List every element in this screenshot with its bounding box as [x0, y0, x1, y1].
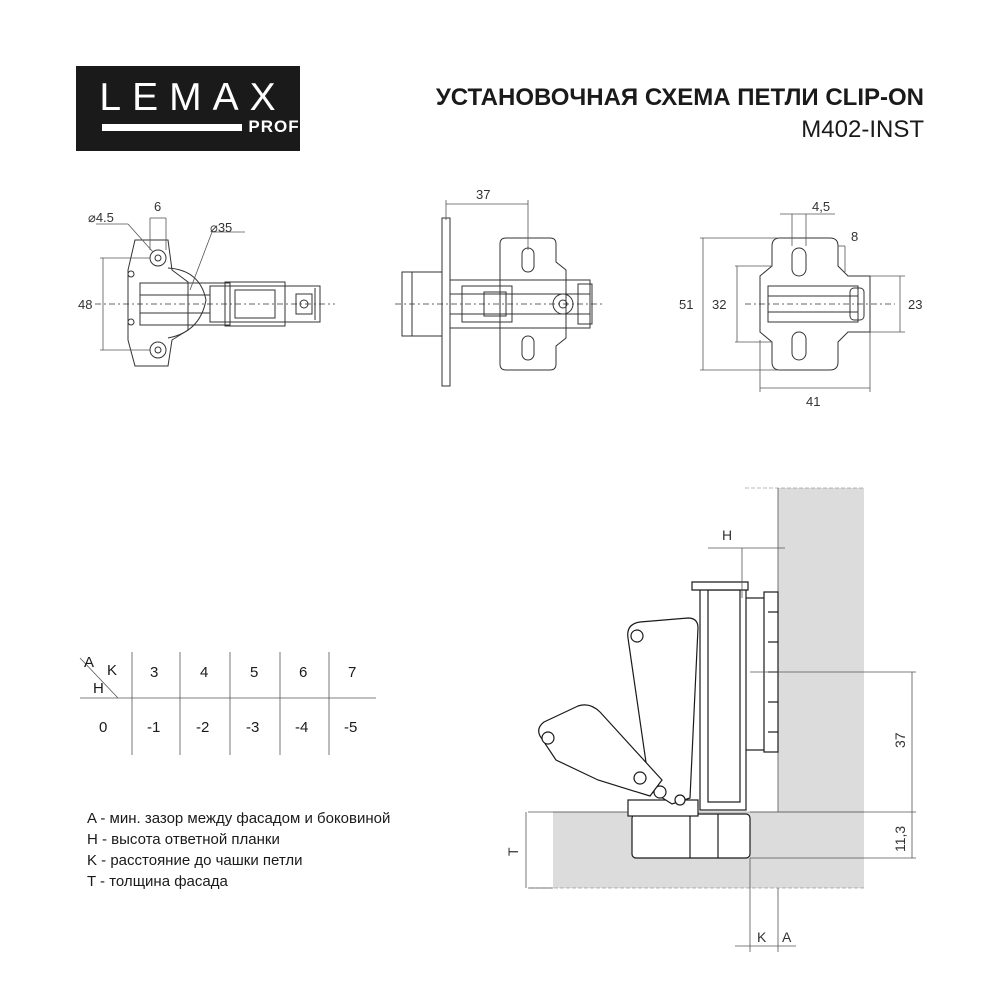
logo-wordmark: LEMAX	[99, 76, 287, 119]
view-top-middle	[395, 217, 605, 387]
view-top-right-dims	[700, 213, 905, 392]
table-h-value: 0	[99, 719, 108, 736]
legend-item: T - толщина фасада	[87, 873, 228, 890]
section-label-t: T	[505, 847, 521, 856]
table-k-value: 6	[299, 664, 308, 681]
dim-label: 37	[476, 187, 490, 202]
table-k-value: 5	[250, 664, 259, 681]
view-top-left	[95, 239, 335, 367]
dim-label: ⌀35	[210, 220, 232, 235]
dim-label: 6	[154, 199, 161, 214]
values-table-grid	[79, 652, 376, 755]
section-label-h: H	[722, 527, 732, 543]
dim-label: ⌀4.5	[88, 210, 114, 225]
legend-item: A - мин. зазор между фасадом и боковиной	[87, 810, 391, 827]
dim-label: 23	[908, 297, 922, 312]
dim-label: 41	[806, 394, 820, 409]
section-label-k: K	[757, 929, 767, 945]
section-hinge	[538, 581, 779, 859]
table-a-value: -1	[147, 719, 161, 736]
table-a-value: -4	[295, 719, 309, 736]
view-top-middle-dims	[445, 200, 529, 250]
table-corner-a: A	[84, 654, 95, 671]
model-code: M402-INST	[801, 116, 924, 143]
legend: A - мин. зазор между фасадом и боковиной…	[87, 808, 390, 892]
dim-label: 51	[679, 297, 693, 312]
view-top-left-dims	[96, 217, 245, 351]
dim-label: 4,5	[812, 199, 830, 214]
legend-item: H - высота ответной планки	[87, 831, 280, 848]
table-corner-h: H	[93, 680, 104, 697]
dim-label: 37	[892, 732, 908, 748]
dim-label: 48	[78, 297, 92, 312]
table-k-value: 4	[200, 664, 209, 681]
logo-subtext: PROF	[248, 117, 300, 136]
legend-item: K - расстояние до чашки петли	[87, 852, 303, 869]
section-dims	[525, 547, 916, 952]
table-corner-k: K	[107, 662, 118, 679]
table-a-value: -3	[246, 719, 260, 736]
table-a-value: -5	[344, 719, 358, 736]
logo-bar	[102, 124, 242, 131]
table-a-value: -2	[196, 719, 210, 736]
view-top-right	[745, 237, 895, 371]
dim-label: 8	[851, 229, 858, 244]
dim-label: 32	[712, 297, 726, 312]
page-title: УСТАНОВОЧНАЯ СХЕМА ПЕТЛИ CLIP-ON	[435, 84, 924, 111]
table-k-value: 3	[150, 664, 159, 681]
table-k-value: 7	[348, 664, 357, 681]
section-label-a: A	[782, 929, 792, 945]
brand-logo: LEMAX PROF	[76, 66, 300, 151]
dim-label: 11,3	[892, 826, 908, 852]
